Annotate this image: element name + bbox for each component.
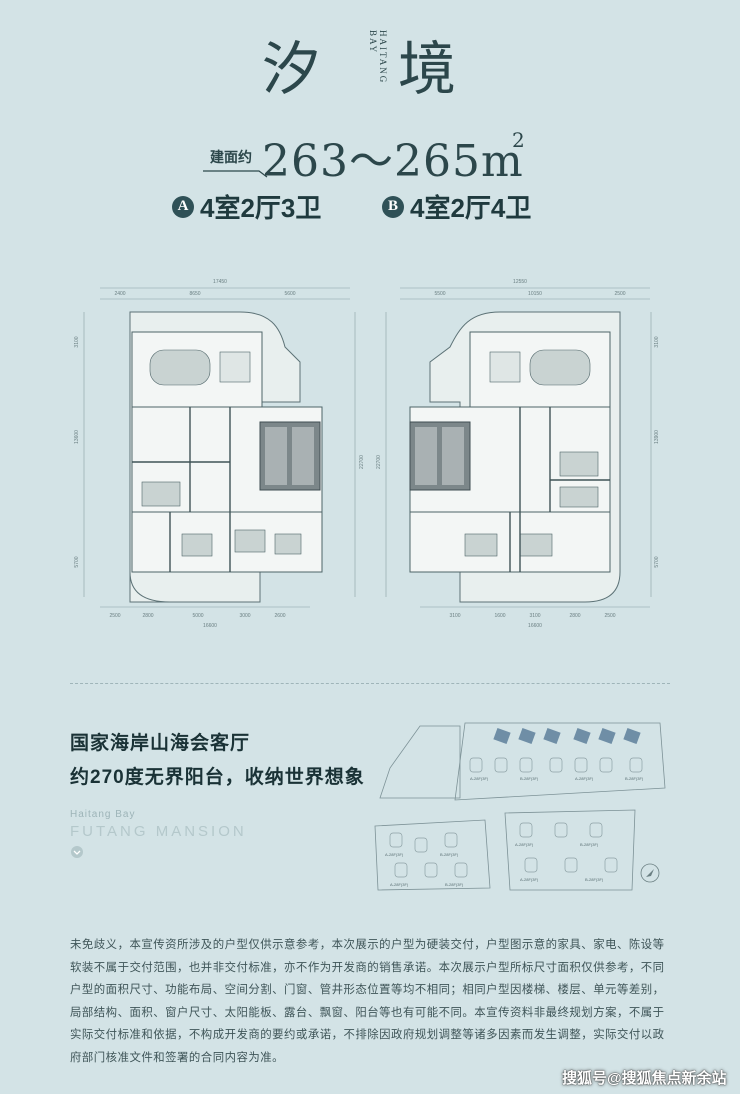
site-unit-label-3: A-28F(3F) bbox=[575, 776, 594, 781]
plan-a-dim-right-total: 22700 bbox=[359, 455, 365, 469]
title-char-1: 汐 bbox=[262, 35, 323, 103]
area-superscript: 2 bbox=[512, 128, 525, 152]
site-plan-map: A-28F(3F) B-28F(3F) A-28F(3F) B-28F(3F) … bbox=[374, 722, 666, 891]
plan-b-dim-top-1: 5500 bbox=[434, 291, 445, 297]
type-a-text: 4室2厅3卫 bbox=[200, 193, 322, 223]
site-unit-label-5: A-28F(3F) bbox=[385, 852, 404, 857]
feature-line-1: 国家海岸山海会客厅 bbox=[70, 733, 251, 754]
feature-en-small: Haitang Bay bbox=[70, 809, 136, 820]
site-unit-label-6: B-28F(3F) bbox=[440, 852, 459, 857]
site-unit-label-2: B-28F(3F) bbox=[520, 776, 539, 781]
title-vertical-english: HAITANG BAY bbox=[368, 30, 388, 85]
site-unit-label-1: A-28F(3F) bbox=[470, 776, 489, 781]
plan-a-dim-bottom-5: 2600 bbox=[274, 613, 285, 619]
feature-line-2: 约270度无界阳台，收纳世界想象 bbox=[70, 767, 365, 788]
disclaimer-text: 未免歧义，本宣传资所涉及的户型仅供示意参考，本次展示的户型为硬装交付，户型图示意… bbox=[70, 939, 665, 1064]
site-unit-label-11: A-28F(3F) bbox=[520, 877, 539, 882]
floor-plan-b: 12550 5500 10150 2500 3100 1600 3100 280… bbox=[376, 279, 660, 629]
chevron-down-icon bbox=[71, 846, 83, 858]
type-a-badge: A bbox=[172, 195, 194, 218]
type-b-row: B 4室2厅4卫 bbox=[382, 188, 531, 225]
plan-b-dim-right-3: 5700 bbox=[654, 556, 660, 567]
plan-a-dim-top-3: 5600 bbox=[284, 291, 295, 297]
plan-a-dim-bottom-total: 16600 bbox=[203, 623, 217, 629]
area-label: 建面约 bbox=[210, 149, 252, 165]
feature-en-big: FUTANG MANSION bbox=[70, 823, 247, 840]
plan-b-dim-bottom-2: 1600 bbox=[494, 613, 505, 619]
plan-b-dim-left-total: 22700 bbox=[376, 455, 382, 469]
type-b-text: 4室2厅4卫 bbox=[410, 193, 532, 223]
plan-b-dim-bottom-1: 3100 bbox=[449, 613, 460, 619]
plan-b-dim-right-2: 13900 bbox=[654, 430, 660, 444]
plan-a-dim-left-2: 13600 bbox=[74, 430, 80, 444]
plan-a-dim-bottom-3: 5000 bbox=[192, 613, 203, 619]
north-compass-icon bbox=[640, 863, 660, 883]
plan-a-dim-bottom-2: 2800 bbox=[142, 613, 153, 619]
area-underline-arrow bbox=[203, 170, 268, 178]
plan-a-dim-top-2: 8650 bbox=[189, 291, 200, 297]
site-unit-label-12: B-28F(3F) bbox=[585, 877, 604, 882]
type-a-row: A 4室2厅3卫 bbox=[172, 188, 321, 225]
plan-b-dim-bottom-3: 3100 bbox=[529, 613, 540, 619]
area-value: 263～265m bbox=[262, 136, 524, 187]
type-b-badge: B bbox=[382, 195, 404, 218]
plan-a-dim-left-1: 3100 bbox=[74, 336, 80, 347]
plan-b-dim-right-1: 3100 bbox=[654, 336, 660, 347]
plan-b-dim-bottom-5: 2500 bbox=[604, 613, 615, 619]
plan-a-dim-bottom-1: 2500 bbox=[109, 613, 120, 619]
site-unit-label-10: B-28F(3F) bbox=[580, 842, 599, 847]
watermark: 搜狐号@搜狐焦点新余站 bbox=[562, 1070, 727, 1087]
plan-b-dim-bottom-4: 2800 bbox=[569, 613, 580, 619]
section-divider bbox=[70, 683, 670, 684]
title-char-2: 境 bbox=[398, 35, 459, 103]
site-unit-label-8: B-28F(3F) bbox=[445, 882, 464, 887]
site-unit-label-7: A-28F(3F) bbox=[390, 882, 409, 887]
plan-b-dim-bottom-total: 16600 bbox=[528, 623, 542, 629]
plan-a-dim-top-1: 2400 bbox=[114, 291, 125, 297]
plan-a-dim-left-3: 5700 bbox=[74, 556, 80, 567]
plan-b-dim-top-2: 10150 bbox=[528, 291, 542, 297]
plan-b-dim-top-3: 2500 bbox=[614, 291, 625, 297]
site-unit-label-9: A-28F(3F) bbox=[515, 842, 534, 847]
plan-b-dim-top-total: 12550 bbox=[513, 279, 527, 285]
plan-a-dim-top-total: 17450 bbox=[213, 279, 227, 285]
floor-plan-a: 17450 2400 8650 5600 2500 2800 5000 3000… bbox=[74, 279, 365, 629]
site-unit-label-4: B-28F(3F) bbox=[625, 776, 644, 781]
plan-a-dim-bottom-4: 3000 bbox=[239, 613, 250, 619]
